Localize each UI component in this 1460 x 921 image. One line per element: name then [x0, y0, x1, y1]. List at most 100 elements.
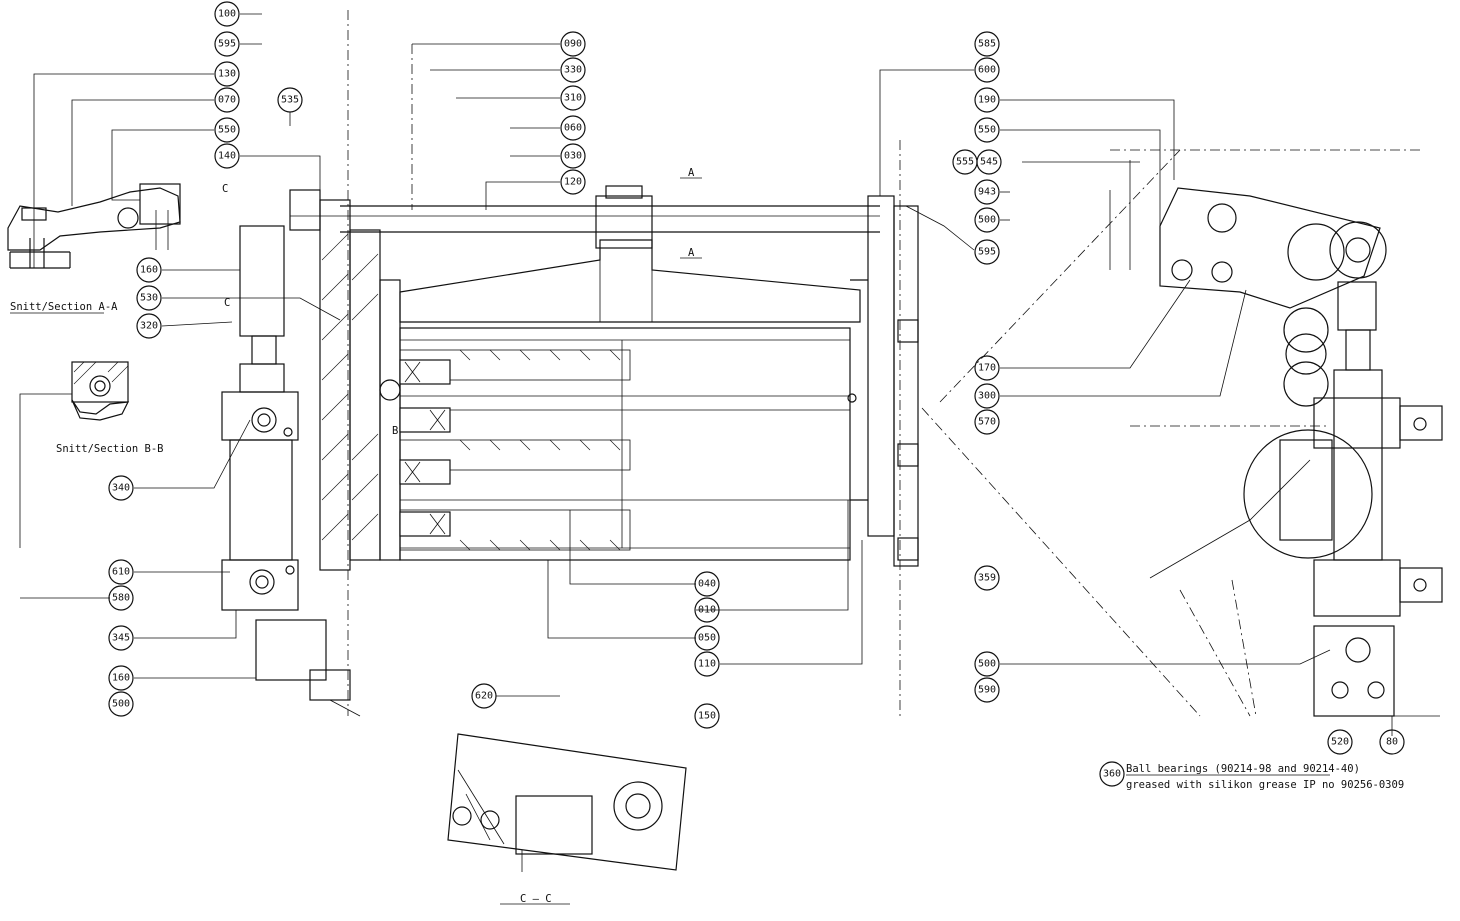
svg-text:090: 090 — [564, 39, 582, 50]
svg-text:590: 590 — [978, 685, 996, 696]
svg-text:160: 160 — [112, 673, 130, 684]
part-balloon: 160 — [108, 665, 134, 691]
svg-text:170: 170 — [978, 363, 996, 374]
part-balloon: 600 — [974, 57, 1000, 83]
part-balloon: 050 — [694, 625, 720, 651]
part-balloon: 535 — [277, 87, 303, 113]
part-balloon: 595 — [214, 31, 240, 57]
right-side-view — [921, 149, 1443, 736]
section-aa-label: Snitt/Section A-A — [10, 301, 118, 313]
part-balloon: 610 — [108, 559, 134, 585]
svg-text:580: 580 — [112, 593, 130, 604]
part-balloon: 595 — [974, 239, 1000, 265]
svg-text:595: 595 — [978, 247, 996, 258]
part-balloon: 359 — [974, 565, 1000, 591]
svg-text:310: 310 — [564, 93, 582, 104]
part-balloon: 500 — [108, 691, 134, 717]
svg-text:500: 500 — [112, 699, 130, 710]
part-balloon: 585 — [974, 31, 1000, 57]
part-balloon: 500 — [974, 207, 1000, 233]
svg-text:535: 535 — [281, 95, 299, 106]
svg-text:360: 360 — [1103, 769, 1121, 780]
section-aa-detail — [7, 183, 181, 269]
svg-text:545: 545 — [980, 157, 998, 168]
part-balloon: 040 — [694, 571, 720, 597]
svg-text:320: 320 — [140, 321, 158, 332]
svg-text:030: 030 — [564, 151, 582, 162]
part-balloon: 120 — [560, 169, 586, 195]
part-balloon: 140 — [214, 143, 240, 169]
svg-text:010: 010 — [698, 605, 716, 616]
svg-text:530: 530 — [140, 293, 158, 304]
part-balloon: 80 — [1379, 729, 1405, 755]
part-balloon: 340 — [108, 475, 134, 501]
section-bb-detail — [71, 361, 130, 421]
part-balloon: 550 — [214, 117, 240, 143]
part-balloons: 100 595 130 070 550 140 535 090 330 310 … — [108, 1, 1405, 787]
cut-mark-c-bottom: C — [224, 297, 230, 309]
svg-text:050: 050 — [698, 633, 716, 644]
section-cc-detail — [447, 733, 687, 905]
note-line-2: greased with silikon grease IP no 90256-… — [1126, 779, 1404, 791]
part-balloon: 170 — [974, 355, 1000, 381]
part-balloon: 620 — [471, 683, 497, 709]
svg-text:595: 595 — [218, 39, 236, 50]
part-balloon: 130 — [214, 61, 240, 87]
note-line-1: Ball bearings (90214-98 and 90214-40) — [1126, 763, 1360, 775]
svg-text:190: 190 — [978, 95, 996, 106]
cut-mark-b: B — [392, 425, 398, 437]
svg-text:500: 500 — [978, 659, 996, 670]
svg-text:300: 300 — [978, 391, 996, 402]
part-balloon: 580 — [108, 585, 134, 611]
part-balloon: 530 — [136, 285, 162, 311]
svg-text:340: 340 — [112, 483, 130, 494]
part-balloon: 345 — [108, 625, 134, 651]
part-balloon: 500 — [974, 651, 1000, 677]
svg-text:570: 570 — [978, 417, 996, 428]
svg-text:600: 600 — [978, 65, 996, 76]
part-balloon: 545 — [976, 149, 1002, 175]
part-balloon: 555 — [952, 149, 978, 175]
cut-mark-a-bottom: A — [688, 247, 695, 259]
svg-text:610: 610 — [112, 567, 130, 578]
part-balloon: 550 — [974, 117, 1000, 143]
main-assembly — [221, 10, 919, 717]
part-balloon: 570 — [974, 409, 1000, 435]
part-balloon: 150 — [694, 703, 720, 729]
svg-text:160: 160 — [140, 265, 158, 276]
part-balloon: 320 — [136, 313, 162, 339]
part-balloon: 060 — [560, 115, 586, 141]
svg-text:943: 943 — [978, 187, 996, 198]
part-balloon: 520 — [1327, 729, 1353, 755]
part-balloon: 310 — [560, 85, 586, 111]
section-cc-label: C — C — [520, 893, 552, 905]
svg-text:520: 520 — [1331, 737, 1349, 748]
svg-text:555: 555 — [956, 157, 974, 168]
svg-text:359: 359 — [978, 573, 996, 584]
part-balloon: 010 — [694, 597, 720, 623]
svg-text:110: 110 — [698, 659, 716, 670]
part-balloon: 110 — [694, 651, 720, 677]
svg-text:150: 150 — [698, 711, 716, 722]
svg-text:345: 345 — [112, 633, 130, 644]
svg-text:585: 585 — [978, 39, 996, 50]
section-bb-label: Snitt/Section B-B — [56, 443, 163, 455]
part-balloon: 190 — [974, 87, 1000, 113]
part-balloon: 090 — [560, 31, 586, 57]
svg-text:550: 550 — [218, 125, 236, 136]
cut-mark-a-top: A — [688, 167, 695, 179]
svg-text:80: 80 — [1386, 737, 1398, 748]
svg-text:550: 550 — [978, 125, 996, 136]
part-balloon: 030 — [560, 143, 586, 169]
cut-mark-c-top: C — [222, 183, 228, 195]
svg-text:070: 070 — [218, 95, 236, 106]
svg-text:620: 620 — [475, 691, 493, 702]
svg-text:140: 140 — [218, 151, 236, 162]
svg-text:130: 130 — [218, 69, 236, 80]
part-balloon: 300 — [974, 383, 1000, 409]
svg-text:060: 060 — [564, 123, 582, 134]
part-balloon: 100 — [214, 1, 240, 27]
leader-lines — [19, 13, 1331, 697]
part-balloon: 070 — [214, 87, 240, 113]
